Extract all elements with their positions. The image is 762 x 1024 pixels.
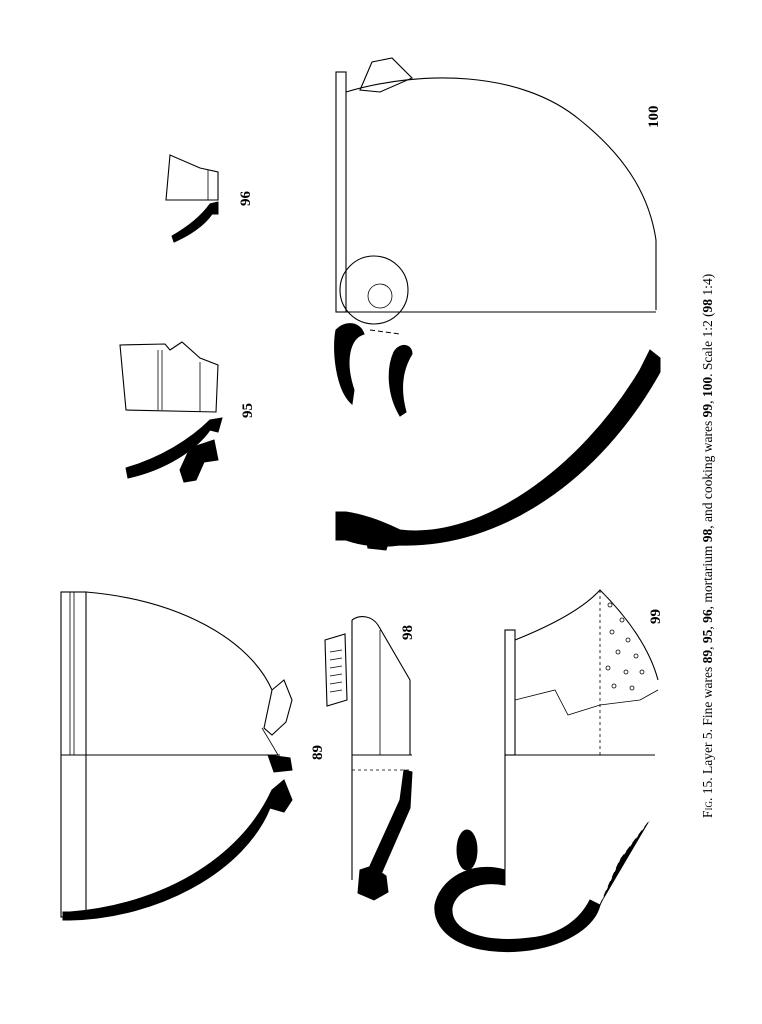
vessel-96-drawing bbox=[165, 154, 219, 243]
caption-part-2: , mortarium bbox=[700, 542, 715, 609]
caption-part-4: . Scale 1:2 ( bbox=[700, 312, 715, 377]
label-95: 95 bbox=[240, 403, 256, 418]
vessel-89-drawing bbox=[60, 591, 293, 921]
label-96: 96 bbox=[238, 191, 254, 207]
caption-part-3: , and cooking wares bbox=[700, 417, 715, 528]
label-98: 98 bbox=[400, 625, 416, 640]
caption-part-5: 1:4) bbox=[700, 274, 715, 299]
caption-sep-3: , bbox=[700, 397, 715, 404]
figure-caption: Fig. 15. Layer 5. Fine wares 89, 95, 96,… bbox=[700, 274, 715, 818]
vessel-95-drawing bbox=[119, 341, 223, 483]
label-99: 99 bbox=[648, 609, 664, 624]
caption-fig-prefix: Fig bbox=[700, 800, 715, 818]
caption-ref-99: 99 bbox=[700, 404, 715, 418]
caption-ref-98: 98 bbox=[700, 529, 715, 543]
caption-ref-100: 100 bbox=[700, 377, 715, 398]
caption-ref-96: 96 bbox=[700, 609, 715, 623]
caption-ref-89: 89 bbox=[700, 650, 715, 664]
label-100: 100 bbox=[646, 106, 662, 129]
label-89: 89 bbox=[310, 745, 326, 760]
caption-sep-1: , bbox=[700, 643, 715, 650]
caption-sep-2: , bbox=[700, 623, 715, 630]
caption-ref-95: 95 bbox=[700, 629, 715, 643]
caption-part-1: . 15. Layer 5. Fine wares bbox=[700, 663, 715, 801]
vessel-98-drawing bbox=[324, 616, 413, 901]
caption-ref-98-scale: 98 bbox=[700, 299, 715, 313]
vessel-100-drawing bbox=[334, 57, 661, 551]
vessel-99-drawing bbox=[434, 589, 659, 953]
